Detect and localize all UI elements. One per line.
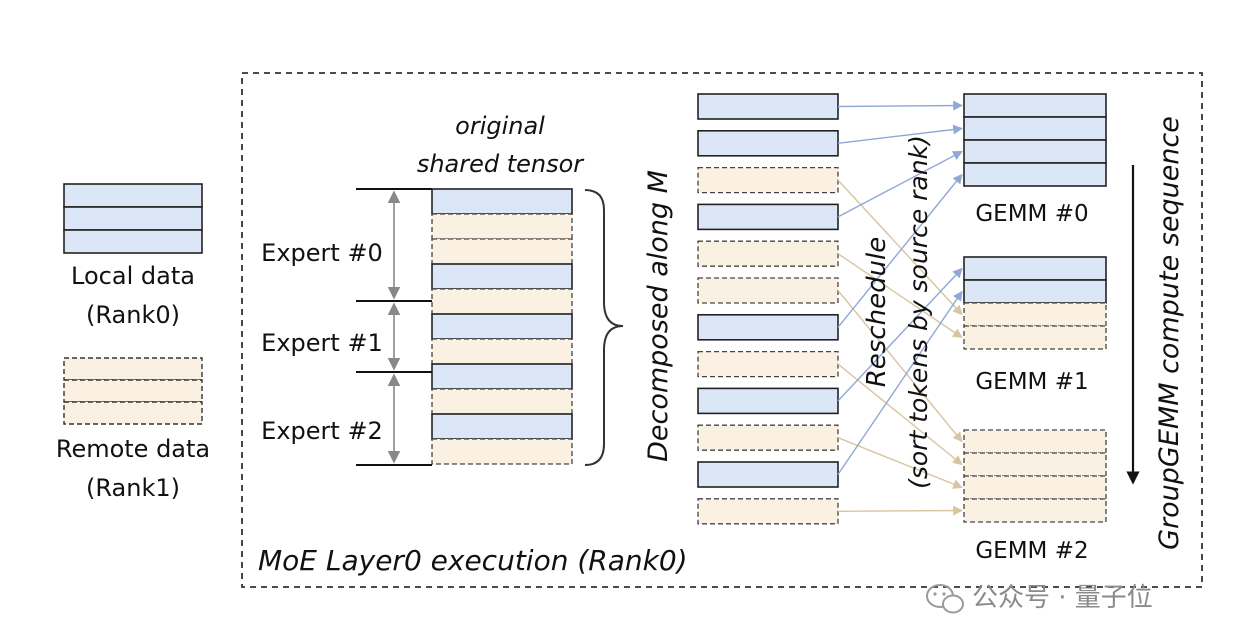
gemm-2-row-remote (963, 475, 1107, 500)
gemm-0-row-local (963, 116, 1107, 141)
expert-2-label: Expert #2 (261, 417, 383, 445)
tensor-row-remote (431, 238, 573, 265)
decomposed-row-remote (697, 277, 839, 304)
expert-0-label: Expert #0 (261, 239, 383, 267)
decomposed-label: Decomposed along M (643, 170, 674, 462)
decomposed-row-local (697, 130, 839, 157)
gemm-1-row-remote (963, 302, 1107, 327)
reschedule-arrow-remote (837, 253, 963, 339)
reschedule-arrow-remote (837, 290, 963, 443)
expert-boundaries (356, 188, 432, 466)
reschedule-arrow-local (837, 124, 963, 144)
decomposed-row-remote (697, 424, 839, 451)
tensor-row-local (431, 313, 573, 340)
legend-remote-label: Remote data (56, 435, 210, 463)
legend-remote-rank: (Rank1) (86, 474, 180, 502)
decomposed-row-local (697, 387, 839, 415)
frame-label: MoE Layer0 execution (Rank0) (258, 544, 688, 577)
gemm-0-row-local (963, 162, 1107, 187)
reschedule-arrow-remote (837, 363, 963, 466)
tensor-row-remote (431, 338, 573, 365)
legend: Local data (Rank0) Remote data (Rank1) (56, 183, 210, 502)
decomposed-row-local (697, 93, 839, 120)
reschedule-arrow-local (837, 267, 963, 402)
decomposed-row-local (697, 313, 839, 341)
reschedule-arrow-local (837, 100, 963, 111)
legend-remote-swatch (63, 357, 203, 425)
legend-local-swatch (63, 183, 203, 254)
tensor-row-local (431, 188, 573, 215)
decomposed-row-remote (697, 240, 839, 267)
reschedule-arrows (837, 100, 963, 516)
gemm-blocks (963, 93, 1107, 523)
reschedule-arrow-remote (837, 505, 963, 516)
watermark-text: 公众号 · 量子位 (972, 583, 1153, 613)
gemm-1-row-local (963, 256, 1107, 281)
gemm-2-label: GEMM #2 (975, 538, 1088, 564)
reschedule-label: Reschedule (862, 237, 892, 388)
tensor-title-line2: shared tensor (417, 150, 585, 178)
legend-local-label: Local data (71, 262, 195, 290)
gemm-0-row-local (963, 93, 1107, 118)
decomposed-row-local (697, 461, 839, 488)
shared-tensor (431, 188, 573, 465)
tensor-row-local (431, 363, 573, 390)
decomposed-rows (697, 93, 839, 525)
tensor-brace (584, 189, 624, 466)
reschedule-arrow-remote (837, 437, 963, 489)
gemm-1-row-remote (963, 325, 1107, 350)
expert-labels: Expert #0 Expert #1 Expert #2 (256, 234, 386, 448)
expert-1-label: Expert #1 (261, 329, 383, 357)
reschedule-arrow-remote (837, 179, 963, 316)
gemm-2-row-remote (963, 429, 1107, 454)
tensor-row-remote (431, 388, 573, 415)
compute-sequence-label: GroupGEMM compute sequence (1154, 116, 1185, 550)
reschedule-sublabel: (sort tokens by source rank) (904, 135, 933, 489)
decomposed-row-remote (697, 166, 839, 194)
wechat-icon (926, 584, 964, 614)
tensor-row-local (431, 413, 573, 440)
gemm-2-row-remote (963, 498, 1107, 523)
tensor-title-line1: original (455, 112, 545, 140)
tensor-row-remote (431, 288, 573, 315)
reschedule-arrow-local (837, 150, 963, 218)
watermark: 公众号 · 量子位 (926, 583, 1153, 614)
gemm-1-label: GEMM #1 (975, 369, 1088, 395)
tensor-row-remote (431, 438, 573, 465)
decomposed-row-local (697, 203, 839, 231)
gemm-0-label: GEMM #0 (975, 201, 1088, 227)
tensor-row-remote (431, 213, 573, 240)
legend-local-rank: (Rank0) (86, 301, 180, 329)
gemm-2-row-remote (963, 452, 1107, 477)
reschedule-arrow-local (837, 290, 963, 475)
decomposed-row-remote (697, 498, 839, 525)
gemm-1-row-local (963, 279, 1107, 304)
gemm-0-row-local (963, 139, 1107, 164)
tensor-row-local (431, 263, 573, 290)
decomposed-row-remote (697, 350, 839, 378)
reschedule-arrow-local (837, 173, 963, 328)
